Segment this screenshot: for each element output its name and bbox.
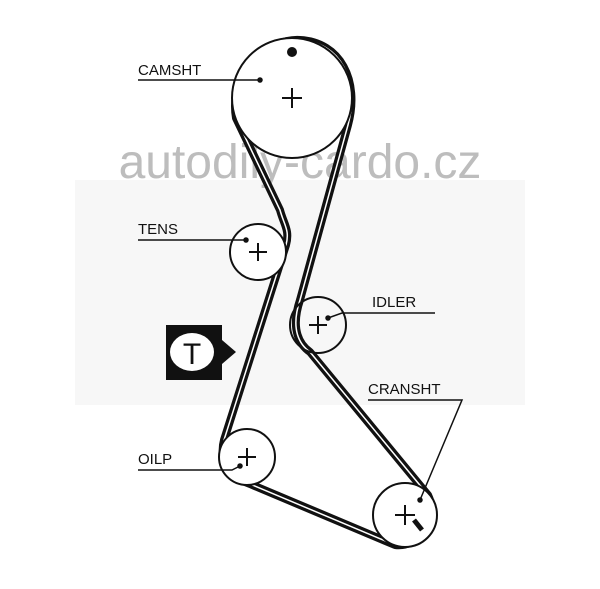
label-tensioner: TENS: [138, 221, 178, 238]
crank-mark-icon: [412, 518, 424, 532]
label-crankshaft: CRANSHT: [368, 381, 441, 398]
label-oil-pump: OILP: [138, 451, 172, 468]
label-camshaft: CAMSHT: [138, 62, 201, 79]
idler-pulley: [289, 296, 347, 354]
oil-pump-pulley: [218, 428, 276, 486]
camshaft-pulley: [231, 37, 353, 159]
timing-mark-icon: [287, 47, 297, 57]
tensioner-pulley: [229, 223, 287, 281]
tensioner-icon: T: [166, 325, 236, 380]
label-idler: IDLER: [372, 294, 416, 311]
crankshaft-pulley: [372, 482, 438, 548]
leader-lines: [138, 77, 464, 503]
tensioner-icon-letter: T: [183, 338, 201, 371]
